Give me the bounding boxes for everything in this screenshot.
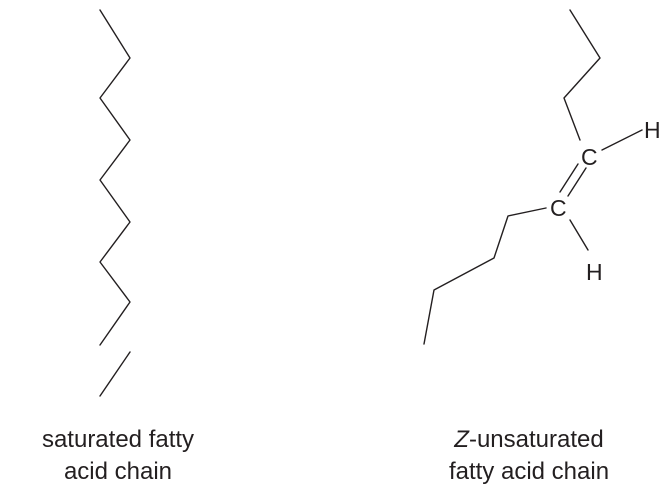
- double-bond-line-2: [559, 163, 579, 193]
- unsaturated-caption-line-2: fatty acid chain: [448, 458, 610, 485]
- unsaturated-caption-line-1-rest: -unsaturated: [468, 426, 604, 453]
- z-prefix: Z: [454, 426, 469, 453]
- double-bond-line-1: [567, 167, 587, 197]
- bond-c-h-top: [601, 129, 643, 151]
- unsaturated-caption: Z-unsaturated fatty acid chain: [396, 424, 662, 488]
- bond-c-h-bottom: [569, 219, 589, 251]
- atom-h-lower: H: [586, 259, 603, 285]
- atom-h-upper: H: [644, 117, 661, 143]
- unsaturated-lower-chain: [423, 207, 547, 345]
- saturated-chain-terminal-bond: [99, 351, 131, 397]
- unsaturated-upper-chain: [563, 9, 601, 141]
- saturated-caption-line-1: saturated fatty: [41, 426, 195, 453]
- saturated-chain-bonds: [99, 9, 131, 346]
- unsaturated-caption-line-1: Z-unsaturated: [396, 424, 662, 456]
- saturated-caption: saturated fatty acid chain: [0, 424, 236, 488]
- atom-c-lower: C: [550, 195, 567, 221]
- atom-c-upper: C: [581, 144, 598, 170]
- saturated-caption-line-2: acid chain: [63, 458, 173, 485]
